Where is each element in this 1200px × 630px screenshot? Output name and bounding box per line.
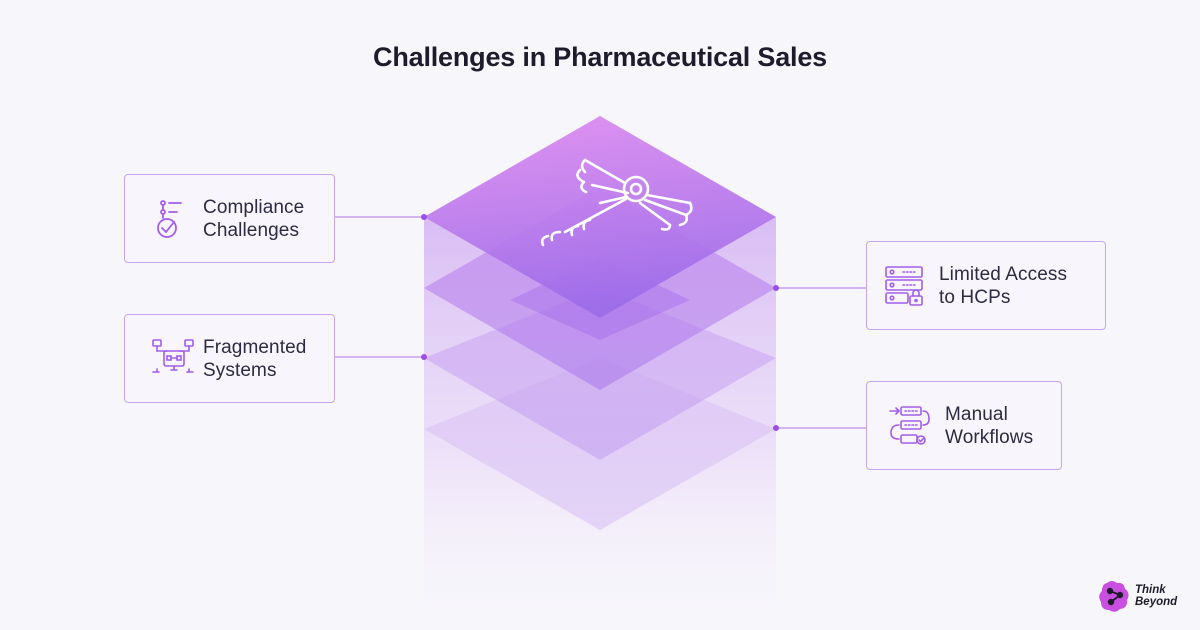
card-label-line: Challenges [203,219,300,241]
connector-dot [773,425,779,431]
card-label-line: Compliance [203,196,305,218]
card-limited-access: Limited Access to HCPs [866,241,1106,330]
card-fragmented-systems: Fragmented Systems [124,314,335,403]
card-label-line: Manual [945,403,1008,425]
connector-dot [773,285,779,291]
server-lock-icon [885,265,923,306]
think-beyond-logo: Think Beyond [1098,576,1188,616]
connector-dot [421,214,427,220]
compliance-checklist-icon [157,199,182,238]
card-label-line: Workflows [945,426,1034,448]
card-compliance-challenges: Compliance Challenges [124,174,335,263]
logo-text-line: Beyond [1135,596,1178,608]
layer-top [424,116,776,318]
logo-text-line: Think [1135,584,1166,596]
card-manual-workflows: Manual Workflows [866,381,1062,470]
logo-mark-icon [1099,581,1129,612]
card-label: Manual Workflows [945,403,1033,449]
network-monitor-icon [152,338,194,373]
workflow-icon [889,405,930,445]
card-label: Limited Access to HCPs [939,263,1067,309]
logo-text: Think Beyond [1135,584,1177,608]
card-label: Compliance Challenges [203,196,304,242]
card-label-line: Systems [203,359,277,381]
card-label: Fragmented Systems [203,336,306,382]
caduceus-icon [540,158,693,247]
card-label-line: to HCPs [939,286,1011,308]
card-label-line: Limited Access [939,263,1068,285]
card-label-line: Fragmented [203,336,307,358]
connector-dot [421,354,427,360]
page-title: Challenges in Pharmaceutical Sales [373,42,827,72]
